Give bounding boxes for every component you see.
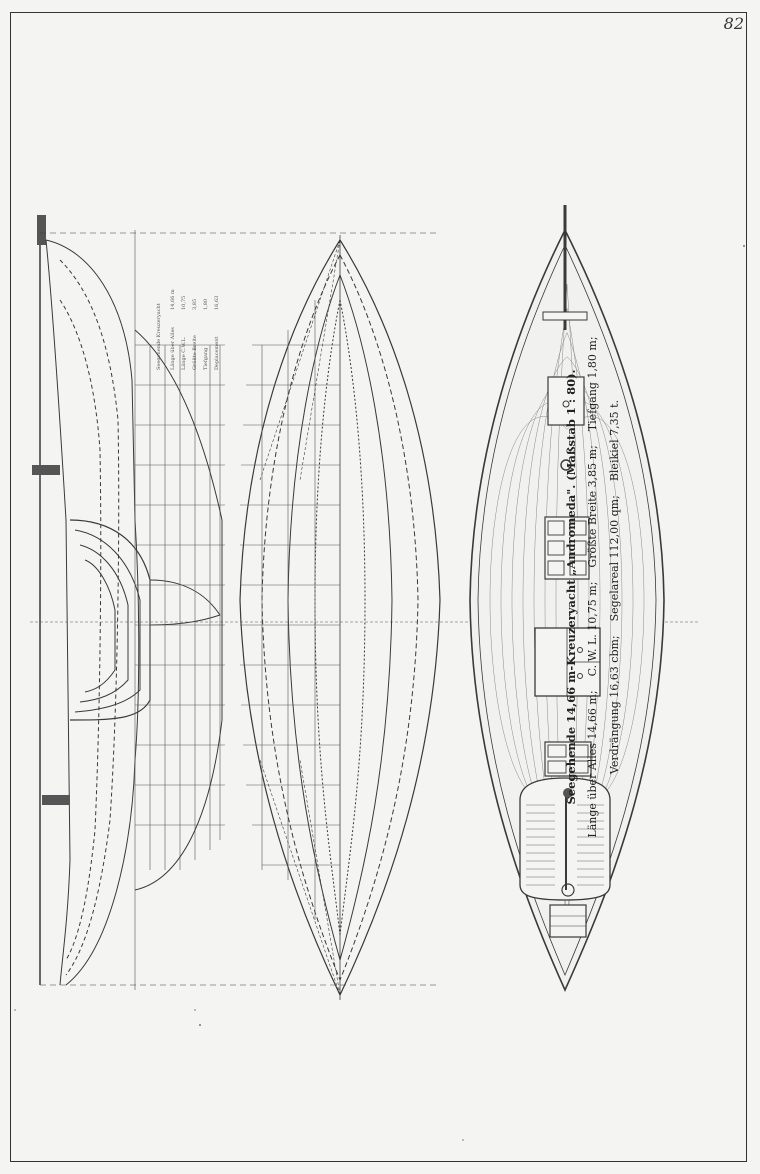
page-number: 82: [723, 14, 744, 33]
half-breadth-stations: [240, 300, 340, 920]
table-row-label: Deplacement: [214, 337, 220, 370]
half-breadth-view: [239, 235, 441, 1000]
hatch-handle-icon: [562, 400, 570, 408]
table-row-label: Größte Breite: [192, 335, 198, 370]
rudder-head-icon: [561, 883, 575, 897]
skylight[interactable]: [544, 516, 590, 580]
table-row-label: Länge C.W.L.: [181, 336, 187, 370]
caption-beam: Größte Breite 3,85 m;: [586, 445, 599, 568]
table-row-value: 1,80: [203, 299, 209, 310]
windlass: [542, 311, 588, 321]
caption-sail-area: Segelareal 112,00 qm;: [608, 495, 621, 622]
page-frame: [10, 12, 747, 1162]
mizzen-step-icon: [563, 788, 573, 798]
caption-lwl: C. W. L. 10,75 m;: [586, 581, 599, 677]
aft-skylight[interactable]: [544, 741, 592, 777]
deck-outline: [469, 228, 665, 992]
table-row-value: 16,63: [214, 296, 220, 310]
lazarette-hatch[interactable]: [549, 904, 587, 938]
table-title: Seegehende Kreuzeryacht: [156, 303, 162, 370]
deck-plan-view: [469, 205, 665, 992]
cockpit-gratings: [526, 804, 604, 886]
skylight-panes: [547, 520, 587, 576]
caption-specs: Verdrängung 16,63 cbm; Segelareal 112,00 …: [604, 307, 626, 867]
caption-title: Seegehende 14,66 m-Kreuzeryacht „Androme…: [564, 369, 578, 805]
caption-dimensions: Länge über Alles 14,66 m; C. W. L. 10,75 …: [582, 307, 604, 867]
paper-specks: [14, 245, 745, 1141]
mast-icon: [560, 459, 572, 471]
half-breadth-outline-left: [239, 239, 341, 996]
lwl-curve: [134, 329, 223, 891]
figure-caption: Seegehende 14,66 m-Kreuzeryacht „Androme…: [560, 307, 626, 867]
caption-draft: Tiefgang 1,80 m;: [586, 336, 599, 432]
table-row-label: Länge über Alles: [170, 327, 176, 370]
rudder-outline: [149, 579, 221, 626]
half-breadth-outline-right: [339, 239, 441, 996]
profile-station-grid: [30, 230, 700, 990]
caption-length-overall: Länge über Alles 14,66 m;: [586, 690, 599, 838]
table-row-value: 3,85: [192, 299, 198, 310]
caption-ballast-keel: Bleikiel 7,35 t.: [608, 399, 621, 482]
profile-view: [30, 215, 700, 990]
table-row-value: 14,66 m: [170, 289, 176, 310]
dimension-table: Seegehende Kreuzeryacht Länge über Alles…: [156, 289, 220, 370]
mast-marker-fore: [32, 465, 60, 475]
table-row-value: 10,75: [181, 296, 187, 310]
hull-profile-outline: [45, 239, 140, 986]
mast-marker-aft: [42, 795, 70, 805]
bowsprit-end: [37, 215, 46, 245]
table-row-label: Tiefgang: [203, 347, 209, 370]
caption-displacement: Verdrängung 16,63 cbm;: [608, 635, 621, 775]
covering-board: [477, 244, 657, 977]
sheer-line: [45, 239, 71, 986]
